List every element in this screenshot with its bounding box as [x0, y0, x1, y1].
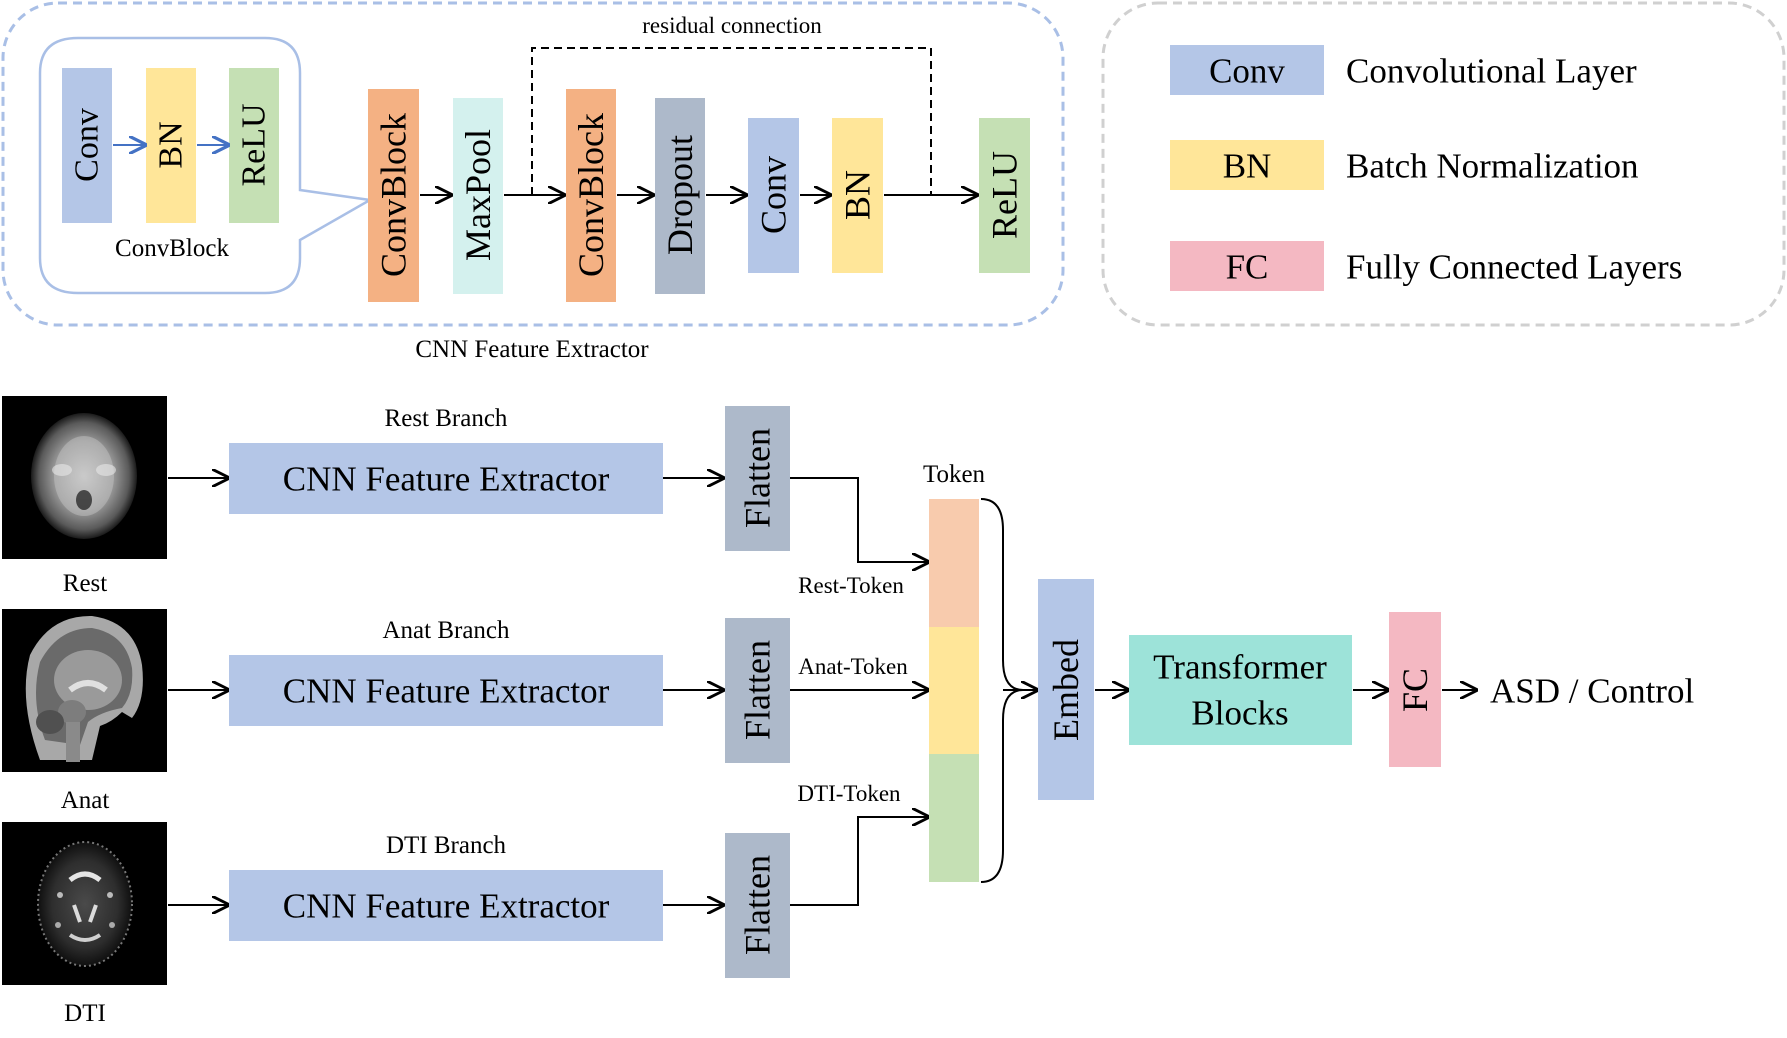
dti-token-arrow	[790, 817, 928, 906]
pipeline-relu-label: ReLU	[985, 151, 1025, 239]
legend-panel: Conv BN FC Convolutional Layer Batch Nor…	[1101, 1, 1786, 327]
fc-box	[1389, 612, 1441, 767]
input-image-rest	[2, 396, 167, 559]
legend-fc-abbr: FC	[1226, 248, 1269, 287]
anat-extractor-label: CNN Feature Extractor	[283, 672, 610, 711]
pipeline-convblock1-label: ConvBlock	[374, 113, 414, 277]
rest-flatten-label: Flatten	[738, 428, 778, 528]
rest-token-label: Rest-Token	[798, 573, 904, 598]
input-image-dti	[2, 822, 167, 985]
detail-conv-label: Conv	[69, 108, 106, 182]
detail-bn-label: BN	[153, 121, 190, 168]
detail-conv-box	[62, 68, 112, 223]
token-anat-segment	[929, 627, 979, 754]
pipeline-maxpool-box	[453, 98, 503, 294]
anat-extractor-box	[229, 655, 663, 726]
pipeline-conv-label: Conv	[754, 156, 794, 234]
legend-conv-abbr: Conv	[1209, 52, 1285, 91]
anat-branch-title: Anat Branch	[382, 617, 510, 644]
legend-conv-text: Convolutional Layer	[1346, 52, 1637, 91]
embed-label: Embed	[1046, 639, 1086, 741]
detail-bn-box	[146, 68, 196, 223]
cnn-feature-extractor-panel: CNN Feature Extractor Conv BN ReLU ConvB…	[1, 1, 1065, 363]
input-image-anat	[2, 609, 167, 772]
rest-token-arrow	[790, 477, 928, 562]
transformer-label-line2: Blocks	[1191, 694, 1288, 733]
embed-box	[1038, 579, 1094, 800]
token-rest-segment	[929, 499, 979, 627]
residual-connection-label: residual connection	[642, 13, 822, 38]
legend-bn-abbr: BN	[1223, 147, 1272, 186]
pipeline-convblock1-box	[368, 89, 419, 302]
dti-extractor-box	[229, 870, 663, 941]
legend-fc-swatch	[1170, 241, 1324, 291]
dti-flatten-label: Flatten	[738, 855, 778, 955]
image-label-anat: Anat	[61, 787, 110, 814]
legend-panel-border	[1101, 1, 1786, 327]
pipeline-relu-box	[979, 118, 1030, 273]
dti-extractor-label: CNN Feature Extractor	[283, 887, 610, 926]
token-title: Token	[923, 461, 986, 488]
detail-relu-label: ReLU	[236, 103, 273, 186]
dti-token-label: DTI-Token	[797, 781, 901, 806]
detail-convblock-caption: ConvBlock	[115, 235, 229, 262]
pipeline-dropout-label: Dropout	[660, 135, 700, 255]
transformer-box	[1129, 635, 1352, 745]
image-label-rest: Rest	[63, 570, 108, 597]
pipeline-dropout-box	[655, 98, 705, 294]
extractor-panel-caption: CNN Feature Extractor	[415, 336, 649, 363]
legend-bn-swatch	[1170, 140, 1324, 190]
rest-branch-title: Rest Branch	[385, 405, 508, 432]
pipeline-convblock2-label: ConvBlock	[571, 113, 611, 277]
legend-bn-text: Batch Normalization	[1346, 147, 1639, 186]
anat-token-label: Anat-Token	[798, 654, 908, 679]
pipeline-maxpool-label: MaxPool	[458, 129, 498, 261]
transformer-label-line1: Transformer	[1153, 648, 1327, 687]
legend-conv-swatch	[1170, 45, 1324, 95]
rest-extractor-label: CNN Feature Extractor	[283, 460, 610, 499]
image-label-dti: DTI	[64, 1000, 106, 1027]
rest-extractor-box	[229, 443, 663, 514]
pipeline-bn-box	[832, 118, 883, 273]
pipeline-convblock2-box	[566, 89, 616, 302]
convblock-detail-bubble	[38, 36, 374, 295]
dti-flatten-box	[725, 833, 790, 978]
rest-flatten-box	[725, 406, 790, 551]
output-label: ASD / Control	[1490, 672, 1694, 711]
anat-flatten-label: Flatten	[738, 640, 778, 740]
detail-relu-box	[229, 68, 279, 223]
pipeline-conv-box	[748, 118, 799, 273]
legend-fc-text: Fully Connected Layers	[1346, 248, 1682, 287]
dti-branch-title: DTI Branch	[386, 832, 507, 859]
pipeline-bn-label: BN	[838, 170, 878, 220]
extractor-panel-border	[1, 1, 1065, 327]
anat-flatten-box	[725, 618, 790, 763]
token-dti-segment	[929, 754, 979, 882]
fc-label: FC	[1395, 668, 1435, 712]
